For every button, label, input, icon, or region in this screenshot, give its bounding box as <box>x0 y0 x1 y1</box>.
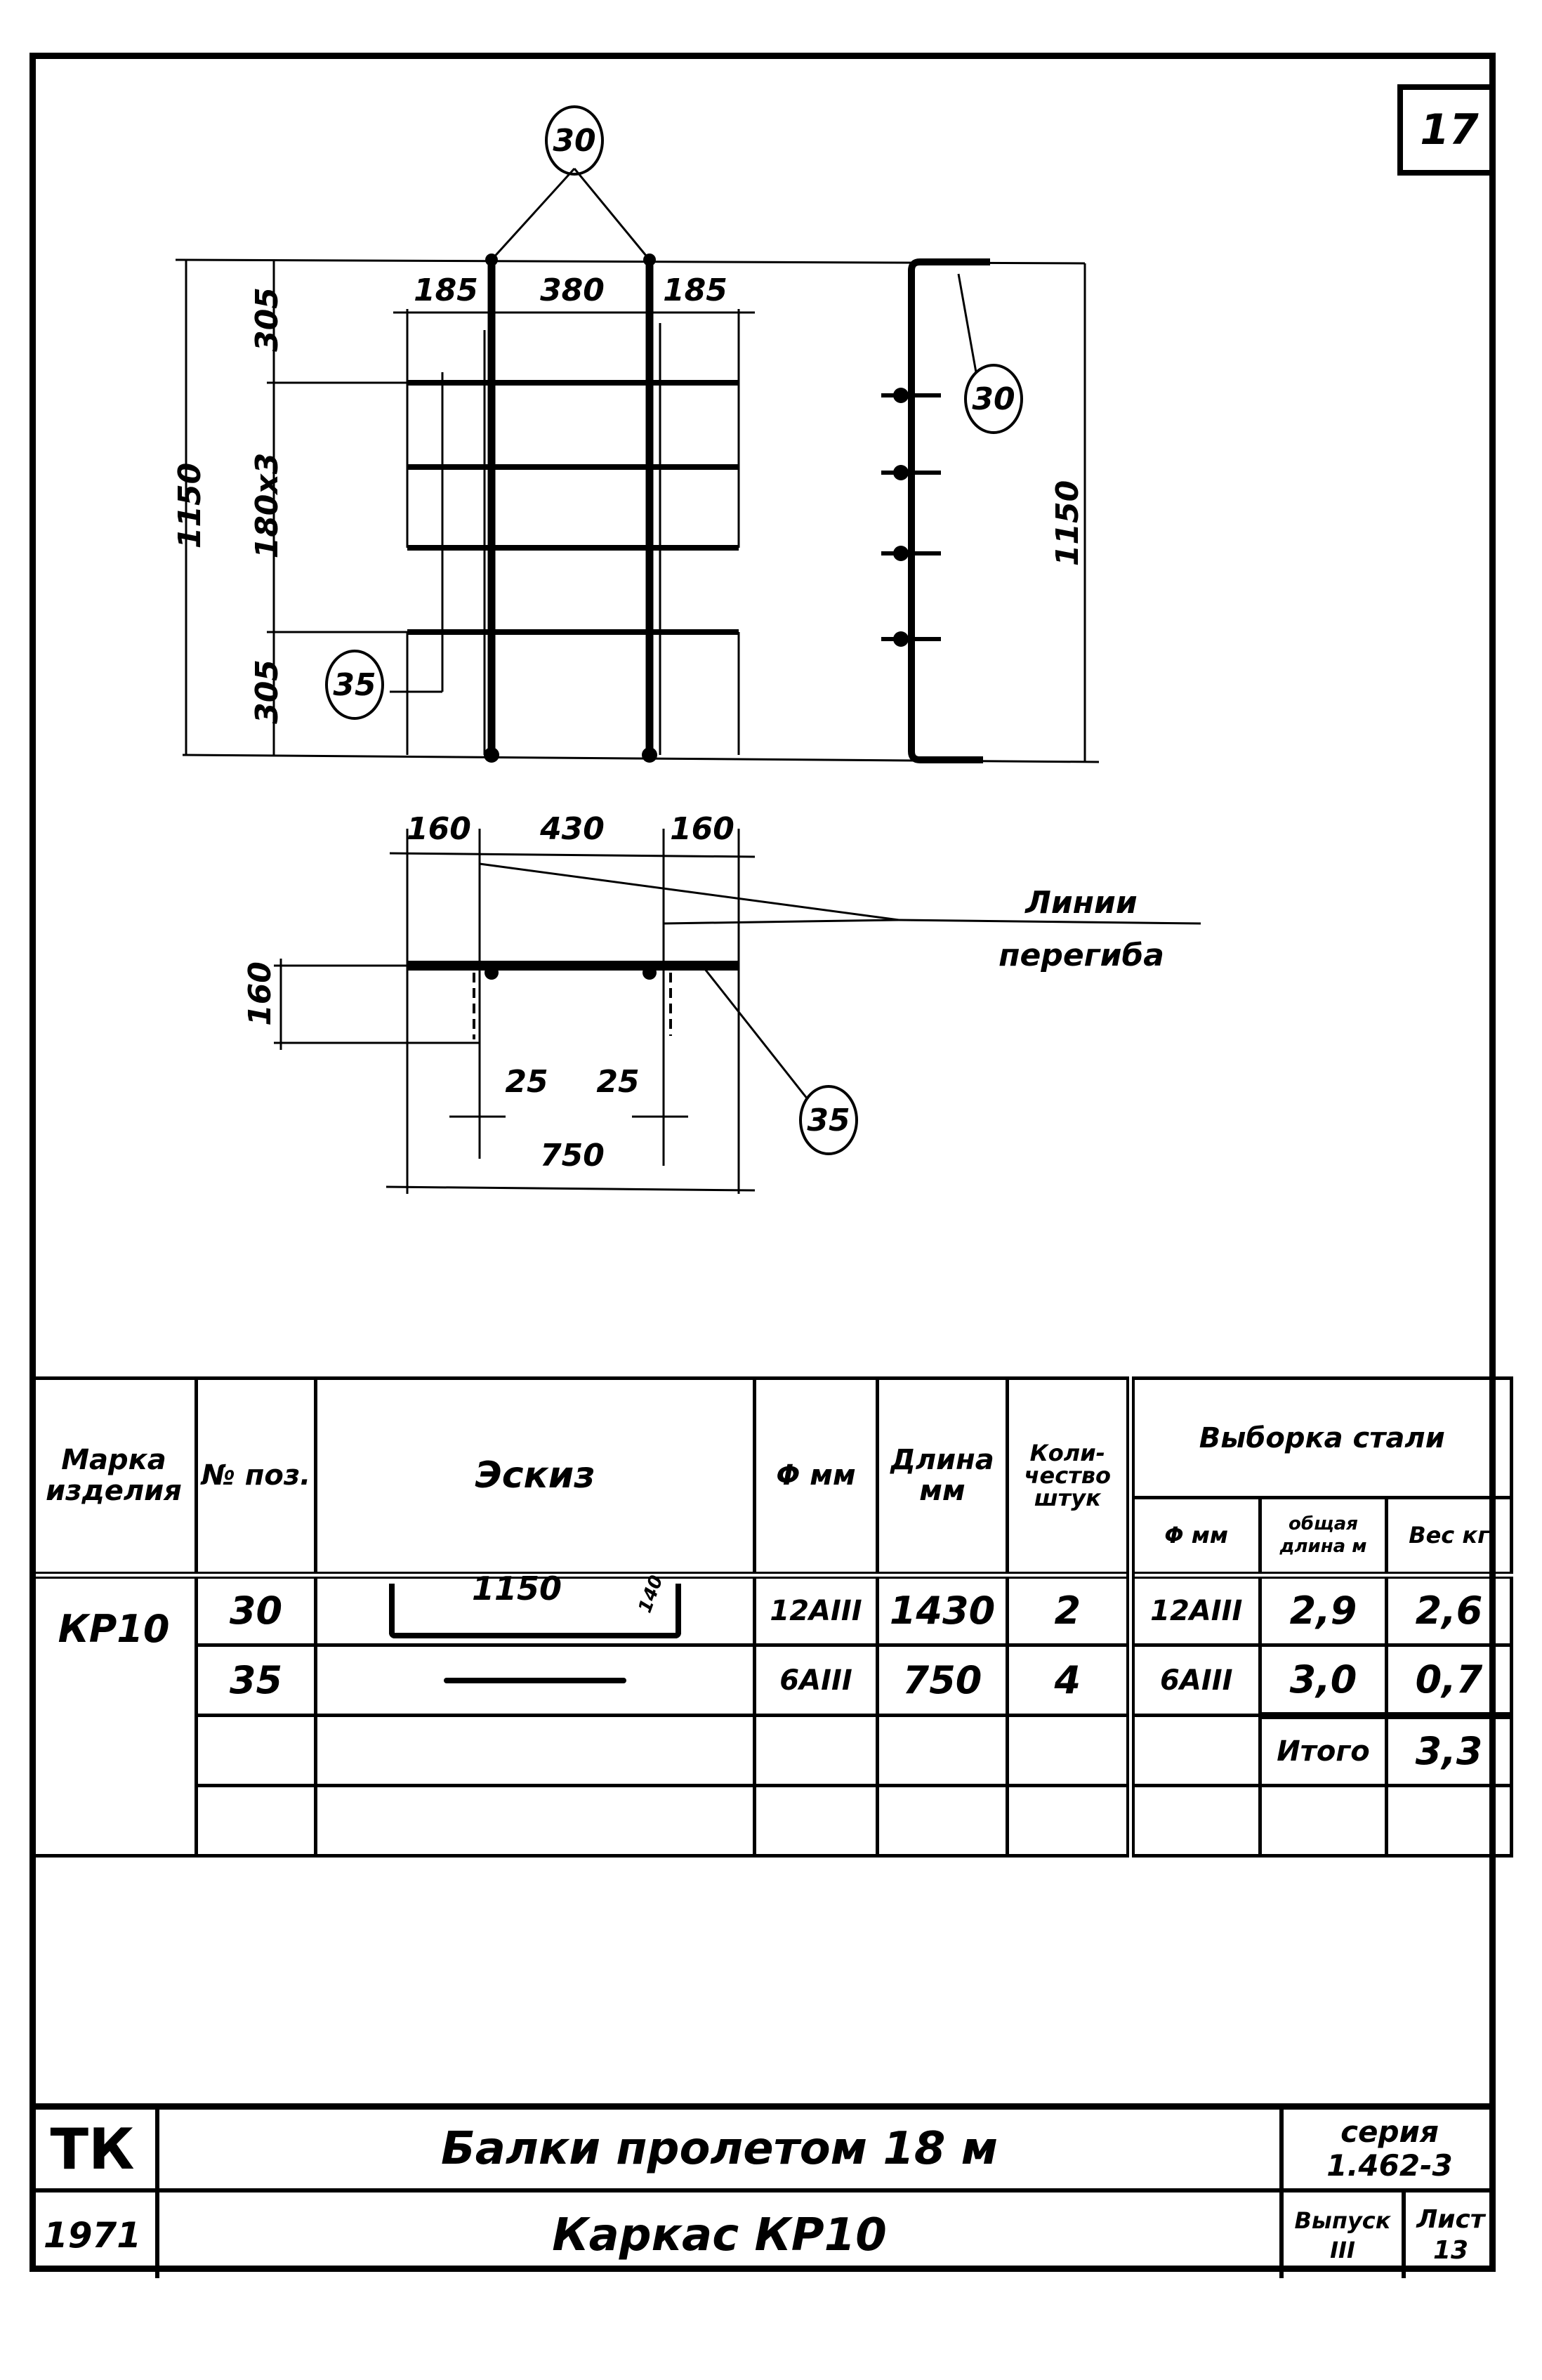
header-steel-weight: Вес кг <box>1384 1496 1514 1579</box>
cell-sketch-straight-bar <box>314 1643 756 1717</box>
dim-1150-left: 1150 <box>172 463 208 548</box>
issue-cell: Выпуск III <box>1279 2192 1406 2278</box>
drawing-title: Балки пролетом 18 м <box>159 2110 1279 2192</box>
dim-185-right: 185 <box>663 272 727 308</box>
sketch-dim-leg: 140 <box>634 1572 668 1616</box>
plan-view <box>407 260 739 755</box>
cell-weight: 0,7 <box>1384 1643 1514 1717</box>
page-number: 17 <box>1397 84 1496 176</box>
series-value: 1.462-3 <box>1326 2148 1453 2183</box>
dim-25-right: 25 <box>596 1064 639 1100</box>
sheet-label: Лист <box>1416 2205 1485 2234</box>
dim-380: 380 <box>540 272 605 308</box>
cell-mark: КР10 <box>29 1573 198 1858</box>
dim-180x3: 180x3 <box>249 453 285 559</box>
series-label: серия <box>1340 2115 1439 2149</box>
cell-pos: 35 <box>195 1643 317 1717</box>
header-length: Длина мм <box>876 1376 1009 1579</box>
cell-total-length: 2,9 <box>1258 1573 1388 1647</box>
year: 1971 <box>29 2192 159 2278</box>
header-dia: Φ мм <box>753 1376 879 1579</box>
cell-dia: 6AIII <box>753 1643 879 1717</box>
dim-25-left: 25 <box>505 1064 548 1100</box>
dim-1150-right: 1150 <box>1050 480 1086 566</box>
dim-750: 750 <box>540 1138 605 1173</box>
total-weight: 3,3 <box>1384 1711 1514 1787</box>
bend-lines-label-1: Линии <box>1024 885 1137 921</box>
cell-qty: 4 <box>1006 1643 1135 1717</box>
table-row: 35 6AIII 750 4 6AIII 3,0 0,7 <box>32 1643 1514 1717</box>
drawing-subtitle: Каркас КР10 <box>552 2209 887 2261</box>
cell-dia: 12AIII <box>753 1573 879 1647</box>
cell-qty: 2 <box>1006 1573 1135 1647</box>
sheet-value: 13 <box>1432 2236 1469 2265</box>
org-mark: ТК <box>29 2110 159 2192</box>
table-row-total: Итого 3,3 <box>32 1711 1514 1787</box>
cell-weight: 2,6 <box>1384 1573 1514 1647</box>
header-pos: № поз. <box>195 1376 317 1579</box>
header-steel-dia: Φ мм <box>1128 1496 1262 1579</box>
header-sketch: Эскиз <box>314 1376 756 1579</box>
table-row: КР10 30 1150 140 12AIII 1430 2 12AIII 2,… <box>29 1570 1514 1858</box>
dim-160-left: 160 <box>407 811 471 847</box>
series-cell: серия 1.462-3 <box>1279 2110 1496 2192</box>
dim-160-height: 160 <box>242 961 278 1026</box>
sheet-cell: Лист 13 <box>1406 2192 1496 2278</box>
total-label: Итого <box>1258 1711 1388 1787</box>
drawing-sheet-border <box>29 53 1496 2272</box>
dim-185-left: 185 <box>414 272 478 308</box>
dim-305-top: 305 <box>249 287 285 352</box>
callout-35-section: 35 <box>807 1103 850 1138</box>
table-row-empty <box>32 1784 1514 1858</box>
cell-pos: 30 <box>195 1573 317 1647</box>
callout-35-plan: 35 <box>333 667 376 703</box>
dim-430: 430 <box>539 811 605 847</box>
specification-table: Марка изделия № поз. Эскиз Φ мм Длина мм… <box>29 1376 1514 1858</box>
cell-steel-dia: 12AIII <box>1128 1573 1262 1647</box>
callout-30-elevation: 30 <box>972 381 1015 417</box>
title-block: ТК 1971 Балки пролетом 18 м Каркас КР10 … <box>29 2103 1496 2278</box>
technical-drawing: 30 30 35 35 185 380 185 1150 305 180x3 3… <box>172 105 1201 1194</box>
issue-value: III <box>1330 2237 1355 2263</box>
cell-total-length: 3,0 <box>1258 1643 1388 1717</box>
header-mark: Марка изделия <box>29 1376 198 1579</box>
header-steel-group: Выборка стали <box>1128 1376 1514 1499</box>
dim-305-bottom: 305 <box>249 659 285 724</box>
cell-steel-dia: 6AIII <box>1128 1643 1262 1717</box>
cell-length: 1430 <box>876 1573 1009 1647</box>
sketch-dim-length: 1150 <box>472 1569 562 1608</box>
cell-length: 750 <box>876 1643 1009 1717</box>
bend-lines-label-2: перегиба <box>999 938 1164 973</box>
callout-30-top: 30 <box>553 123 595 159</box>
header-steel-total-length: общая длина м <box>1258 1496 1388 1579</box>
cell-sketch-u-bar: 1150 140 <box>314 1570 756 1647</box>
elevation-view <box>908 258 990 763</box>
issue-label: Выпуск <box>1294 2207 1391 2234</box>
header-qty: Коли-чество штук <box>1006 1376 1135 1579</box>
dim-160-right: 160 <box>670 811 734 847</box>
